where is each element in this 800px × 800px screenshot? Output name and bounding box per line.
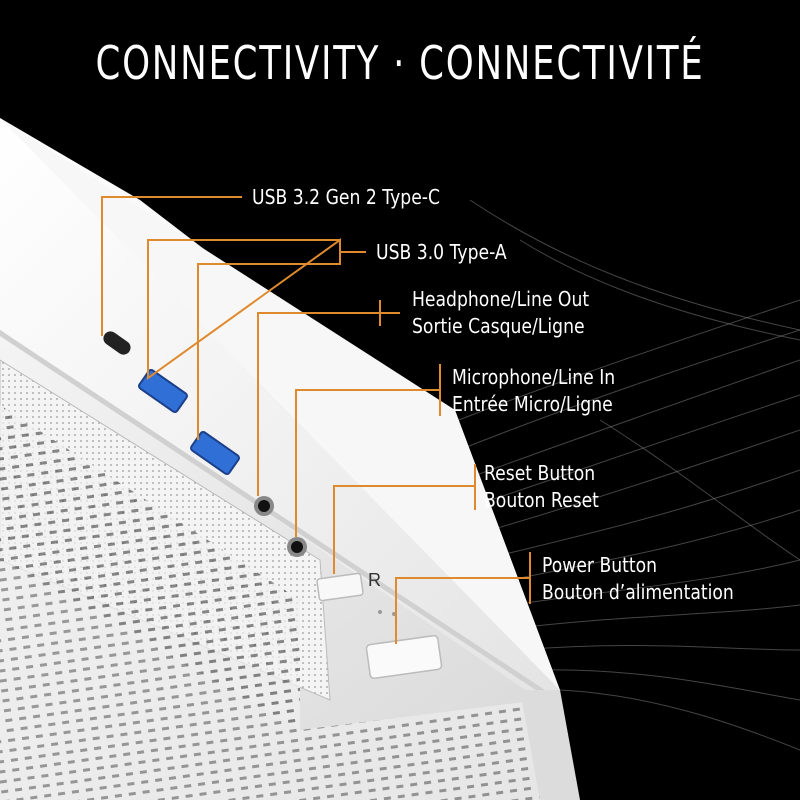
case-bottom-strip <box>520 690 580 800</box>
power-button <box>365 634 443 680</box>
headphone-jack <box>254 496 274 516</box>
callout-usb-c-label: USB 3.2 Gen 2 Type-C <box>252 185 441 209</box>
reset-button <box>316 572 364 602</box>
callout-microphone-label-fr: Entrée Micro/Ligne <box>452 392 613 416</box>
callout-headphone-label: Headphone/Line Out <box>412 287 590 311</box>
callout-microphone-label: Microphone/Line In <box>452 365 616 389</box>
callout-headphone-label-fr: Sortie Casque/Ligne <box>412 314 585 338</box>
callout-headphone: Headphone/Line Out Sortie Casque/Ligne <box>412 286 589 340</box>
callout-power-label-fr: Bouton d’alimentation <box>542 580 734 604</box>
callout-usb-a: USB 3.0 Type-A <box>376 239 507 266</box>
callout-usb-a-label: USB 3.0 Type-A <box>376 240 507 264</box>
leader-lines <box>101 196 531 644</box>
leader-headphone <box>257 300 400 496</box>
usb-a-port <box>138 368 188 414</box>
callout-reset-label: Reset Button <box>484 461 596 485</box>
leader-microphone <box>295 364 441 537</box>
leader-power <box>395 552 531 644</box>
callout-reset-label-fr: Bouton Reset <box>484 488 599 512</box>
callout-usb-c: USB 3.2 Gen 2 Type-C <box>252 184 440 211</box>
leader-usb-c <box>101 196 242 336</box>
leader-usb-a <box>147 238 366 440</box>
page-title: CONNECTIVITY · CONNECTIVITÉ <box>95 36 705 90</box>
microphone-jack <box>287 537 307 557</box>
callout-power: Power Button Bouton d’alimentation <box>542 552 734 606</box>
callout-microphone: Microphone/Line In Entrée Micro/Ligne <box>452 364 615 418</box>
callout-reset: Reset Button Bouton Reset <box>484 460 599 514</box>
usb-c-port <box>103 331 131 355</box>
leader-reset <box>333 464 476 574</box>
reset-letter: R <box>368 570 381 590</box>
callout-power-label: Power Button <box>542 553 658 577</box>
usb-a-port <box>190 430 240 476</box>
